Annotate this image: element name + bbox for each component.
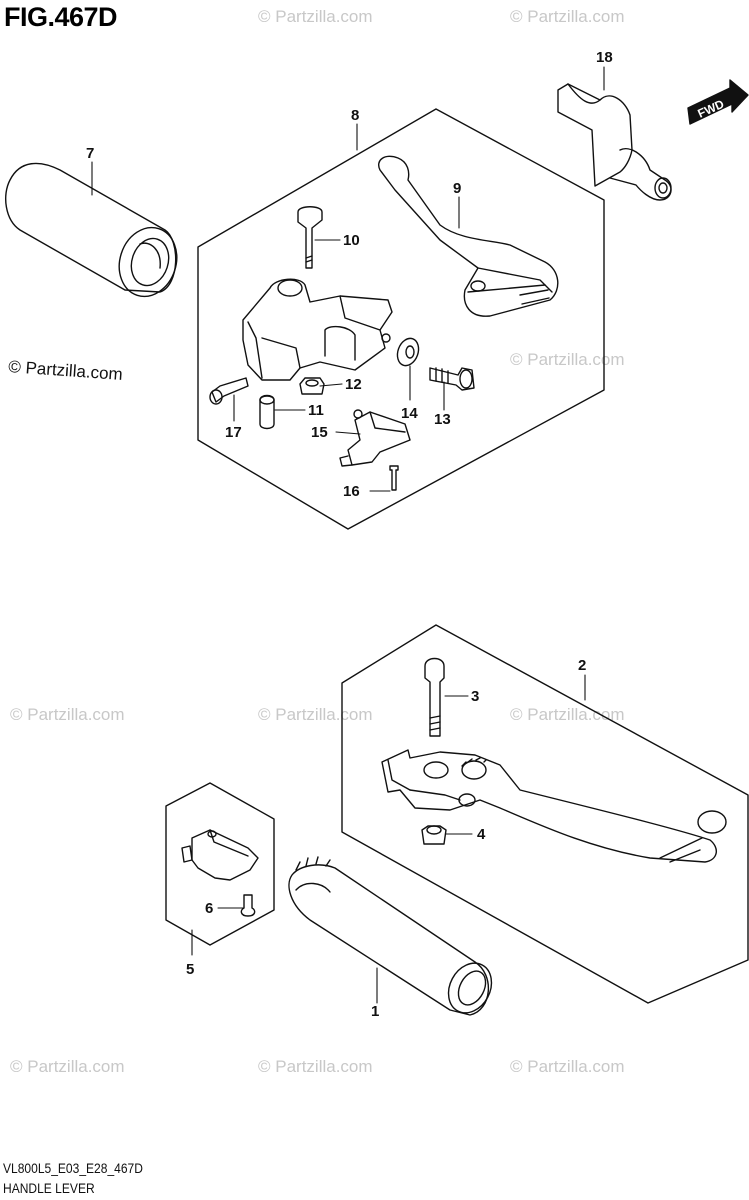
leader-lines <box>91 66 605 1004</box>
part-2-lever <box>381 749 727 863</box>
callout-labels: 1 2 3 4 5 6 7 8 9 10 11 12 13 14 15 16 1… <box>86 49 613 1020</box>
part-3-bolt <box>424 657 445 737</box>
fwd-label: FWD <box>696 97 727 121</box>
part-12-nut <box>299 377 325 395</box>
watermark: © Partzilla.com <box>258 705 373 724</box>
callout-13: 13 <box>434 411 451 428</box>
watermark: © Partzilla.com <box>510 350 625 369</box>
part-13-screw <box>429 367 475 391</box>
part-5-switch <box>181 829 259 881</box>
part-11-collar <box>259 394 275 430</box>
watermark: © Partzilla.com <box>10 705 125 724</box>
watermark: © Partzilla.com <box>510 1057 625 1076</box>
watermark: © Partzilla.com <box>258 1057 373 1076</box>
part-1-grip <box>288 856 493 1016</box>
part-10-bolt <box>297 206 323 269</box>
callout-4: 4 <box>477 826 486 843</box>
part-8-bracket <box>242 278 393 381</box>
part-14-wheel <box>396 337 420 367</box>
callout-16: 16 <box>343 483 360 500</box>
callout-2: 2 <box>578 657 586 674</box>
callout-1: 1 <box>371 1003 379 1020</box>
watermark: © Partzilla.com <box>510 705 625 724</box>
part-4-nut <box>421 825 447 845</box>
callout-11: 11 <box>308 402 324 419</box>
watermark: © Partzilla.com <box>10 1057 125 1076</box>
figure-code: VL800L5_E03_E28_467D <box>3 1160 143 1176</box>
figure-title: FIG.467D <box>4 2 118 32</box>
figure-name: HANDLE LEVER <box>3 1180 95 1196</box>
watermark: © Partzilla.com <box>258 7 373 26</box>
callout-9: 9 <box>453 180 461 197</box>
watermark: © Partzilla.com <box>510 7 625 26</box>
assembly-5-outline <box>165 782 275 946</box>
callout-3: 3 <box>471 688 479 705</box>
part-6-screw <box>240 894 256 917</box>
callout-6: 6 <box>205 900 213 917</box>
part-7-grip <box>4 162 178 298</box>
watermark-main: © Partzilla.com <box>8 357 124 384</box>
assembly-8-outline <box>197 108 605 530</box>
callout-14: 14 <box>401 405 418 422</box>
callout-15: 15 <box>311 424 328 441</box>
callout-18: 18 <box>596 49 613 66</box>
part-9-lever <box>378 155 559 317</box>
callout-7: 7 <box>86 145 94 162</box>
part-16-screw <box>389 465 399 491</box>
assembly-2-outline <box>341 624 749 1004</box>
part-17-bolt <box>209 377 249 405</box>
watermarks: © Partzilla.com © Partzilla.com © Partzi… <box>8 7 625 1076</box>
callout-17: 17 <box>225 424 242 441</box>
callout-8: 8 <box>351 107 359 124</box>
fwd-arrow: FWD <box>687 79 749 125</box>
callout-10: 10 <box>343 232 360 249</box>
part-15-switch <box>339 409 411 467</box>
callout-12: 12 <box>345 376 362 393</box>
callout-5: 5 <box>186 961 194 978</box>
part-18-cap <box>557 83 672 201</box>
